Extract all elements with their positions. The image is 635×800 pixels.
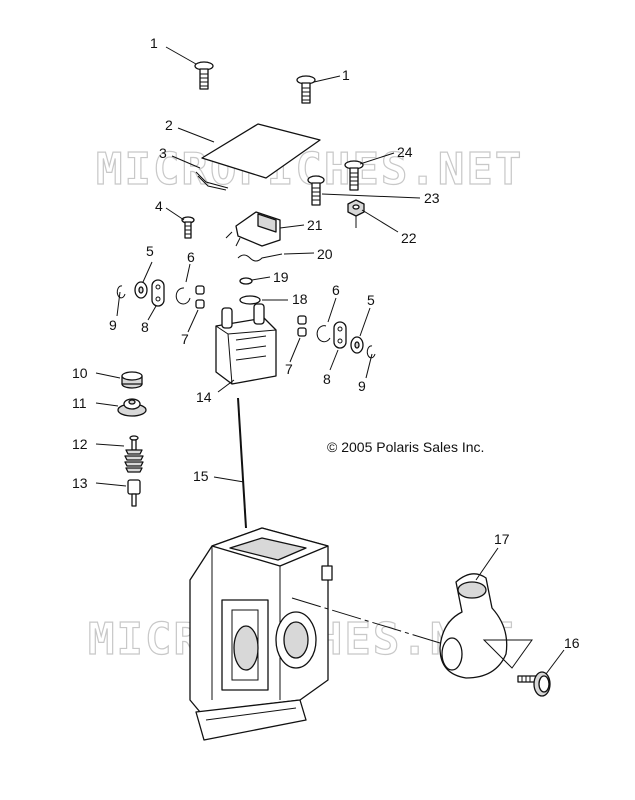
callout-9-left: 9 [109,317,117,333]
screw-24 [344,160,364,191]
callout-1b: 1 [342,67,350,83]
callout-17: 17 [494,531,510,547]
needle-13 [127,479,141,507]
callout-7-right: 7 [285,361,293,377]
seat-11 [117,398,147,417]
callout-10: 10 [72,365,88,381]
callout-24: 24 [397,144,413,160]
callout-4: 4 [155,198,163,214]
clip-9-left [116,285,126,299]
washer-5-left [134,281,148,299]
callout-1a: 1 [150,35,158,51]
callout-21: 21 [307,217,323,233]
bushing-7-right [297,315,307,337]
link-8-right [333,321,347,349]
callout-13: 13 [72,475,88,491]
screw-4 [181,216,195,239]
copyright-text: © 2005 Polaris Sales Inc. [327,439,484,455]
callout-20: 20 [317,246,333,262]
callout-3: 3 [159,145,167,161]
callout-8-left: 8 [141,319,149,335]
callout-9-right: 9 [358,378,366,394]
callout-18: 18 [292,291,308,307]
ring-19 [239,277,253,285]
callout-5-right: 5 [367,292,375,308]
callout-11: 11 [72,395,87,411]
callout-7-left: 7 [181,331,189,347]
bracket-21 [225,211,281,247]
callout-23: 23 [424,190,440,206]
callout-14: 14 [196,389,212,405]
bushing-7-left [195,285,205,309]
link-8-left [151,279,165,307]
cover-17 [439,573,533,679]
cap-10 [121,371,143,389]
spring-12 [124,435,144,473]
carburetor-body [189,527,333,741]
callout-15: 15 [193,468,209,484]
cable-line [291,597,451,647]
callout-19: 19 [273,269,289,285]
block-14 [215,303,277,385]
callout-labels: 1 1 2 3 4 5 6 9 8 7 24 23 22 21 20 19 18… [72,35,580,651]
clip-9-right [366,345,376,359]
callout-2: 2 [165,117,173,133]
clip-6-left [175,287,191,305]
screw-16 [517,671,551,697]
nut-22 [347,199,365,228]
leader-lines [95,46,565,675]
callout-16: 16 [564,635,580,651]
screw-1a [194,61,214,90]
callout-6-left: 6 [187,249,195,265]
callout-22: 22 [401,230,417,246]
plate-2 [195,123,321,191]
rod-15 [237,397,247,529]
watermark-top: MICROFICHES.NET [96,144,523,195]
clip-6-right [316,325,331,343]
washer-5-right [350,336,364,354]
ring-18 [239,295,261,305]
callout-8-right: 8 [323,371,331,387]
callout-6-right: 6 [332,282,340,298]
screw-23 [307,175,325,206]
callout-5-left: 5 [146,243,154,259]
callout-12: 12 [72,436,88,452]
clip-20 [237,253,283,262]
screw-1b [296,75,316,104]
